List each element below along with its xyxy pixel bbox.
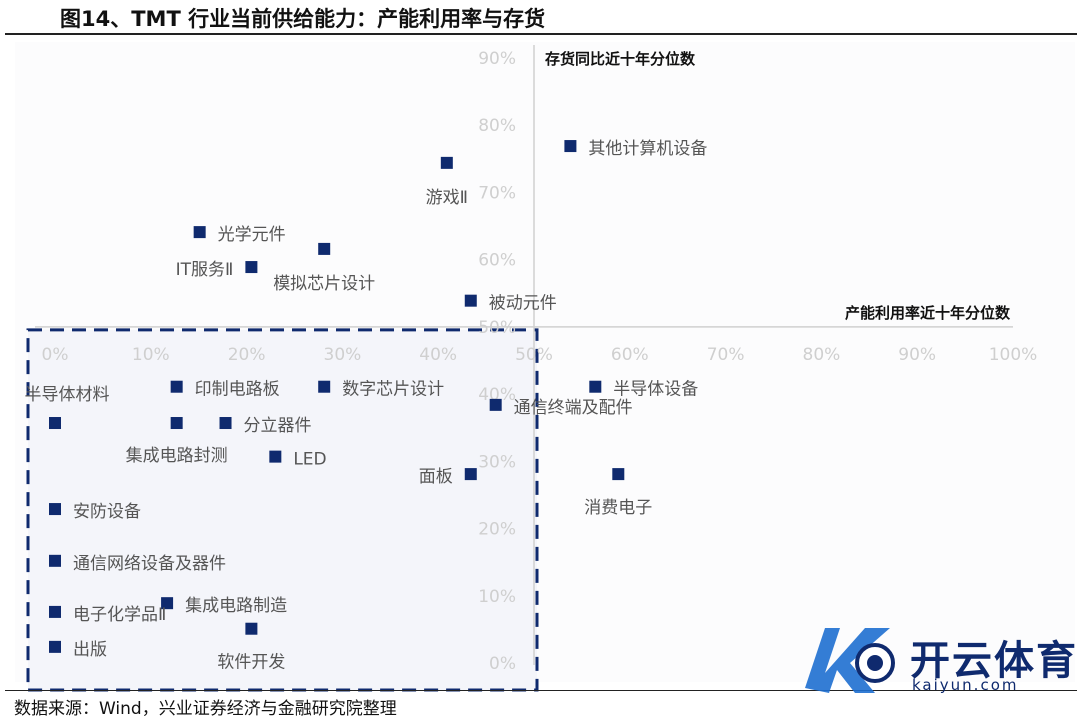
data-point: [49, 640, 61, 653]
data-point: [219, 417, 232, 430]
x-tick-label: 20%: [228, 345, 266, 365]
point-label: LED: [293, 450, 326, 470]
data-point: [245, 261, 258, 274]
point-label: 印制电路板: [195, 380, 280, 400]
y-tick-label: 30%: [478, 452, 516, 472]
x-tick-label: 0%: [42, 345, 69, 365]
x-tick-label: 100%: [989, 345, 1038, 365]
data-point: [170, 417, 183, 430]
data-point: [49, 417, 61, 430]
data-point: [49, 503, 61, 516]
point-label: 面板: [419, 467, 453, 487]
x-tick-label: 70%: [707, 345, 745, 365]
point-label: 通信终端及配件: [514, 398, 633, 418]
point-label: 通信网络设备及器件: [73, 554, 226, 574]
data-point: [464, 468, 477, 481]
point-label: 集成电路封测: [126, 446, 228, 466]
x-tick-label: 40%: [419, 345, 457, 365]
watermark-text: 开云体育: [910, 638, 1078, 684]
y-tick-label: 0%: [489, 654, 516, 674]
y-tick-label: 50%: [478, 318, 516, 338]
title-rule: [5, 33, 1077, 35]
y-tick-label: 10%: [478, 587, 516, 607]
x-tick-label: 60%: [611, 345, 649, 365]
x-tick-label: 50%: [515, 345, 553, 365]
data-point: [489, 398, 502, 411]
point-label: 模拟芯片设计: [273, 274, 375, 294]
kaiyun-logo: [805, 628, 895, 693]
point-label: 其他计算机设备: [588, 139, 707, 159]
x-tick-label: 90%: [898, 345, 936, 365]
data-point: [318, 380, 331, 393]
point-label: 光学元件: [218, 225, 286, 245]
x-tick-label: 10%: [132, 345, 170, 365]
data-point: [49, 605, 61, 618]
point-label: 出版: [73, 640, 107, 660]
data-point: [161, 597, 174, 610]
point-label: 消费电子: [584, 498, 652, 518]
data-point: [318, 242, 331, 255]
point-label: 安防设备: [73, 502, 141, 522]
data-point: [193, 226, 206, 239]
data-point: [464, 294, 477, 307]
data-point: [245, 622, 258, 635]
point-label: 数字芯片设计: [342, 380, 444, 400]
y-tick-label: 20%: [478, 520, 516, 540]
point-label: 半导体设备: [613, 380, 698, 400]
data-point: [170, 380, 183, 393]
data-point: [440, 156, 453, 169]
figure-title: 图14、TMT 行业当前供给能力：产能利用率与存货: [60, 7, 546, 31]
x-tick-label: 30%: [324, 345, 362, 365]
data-point: [269, 450, 282, 463]
y-tick-label: 80%: [478, 116, 516, 136]
y-tick-label: 90%: [478, 49, 516, 69]
y-tick-label: 70%: [478, 183, 516, 203]
point-label: 半导体材料: [25, 385, 110, 405]
x-axis-title: 产能利用率近十年分位数: [845, 304, 1011, 322]
data-point: [589, 380, 602, 393]
x-tick-label: 80%: [803, 345, 841, 365]
y-tick-label: 60%: [478, 251, 516, 271]
data-point: [49, 554, 61, 567]
point-label: 软件开发: [217, 653, 285, 673]
source-rule: [5, 690, 1077, 691]
watermark-sub: kaiyun.com: [912, 676, 1019, 694]
source-note: 数据来源：Wind，兴业证券经济与金融研究院整理: [14, 699, 397, 719]
data-point: [564, 140, 577, 153]
y-tick-label: 40%: [478, 385, 516, 405]
point-label: 分立器件: [244, 416, 312, 436]
point-label: 被动元件: [489, 294, 557, 314]
point-label: IT服务Ⅱ: [176, 260, 234, 280]
point-label: 游戏Ⅱ: [426, 188, 468, 208]
point-label: 电子化学品Ⅱ: [73, 605, 166, 625]
y-axis-title: 存货同比近十年分位数: [545, 50, 696, 68]
data-point: [612, 468, 625, 481]
point-label: 集成电路制造: [185, 596, 287, 616]
